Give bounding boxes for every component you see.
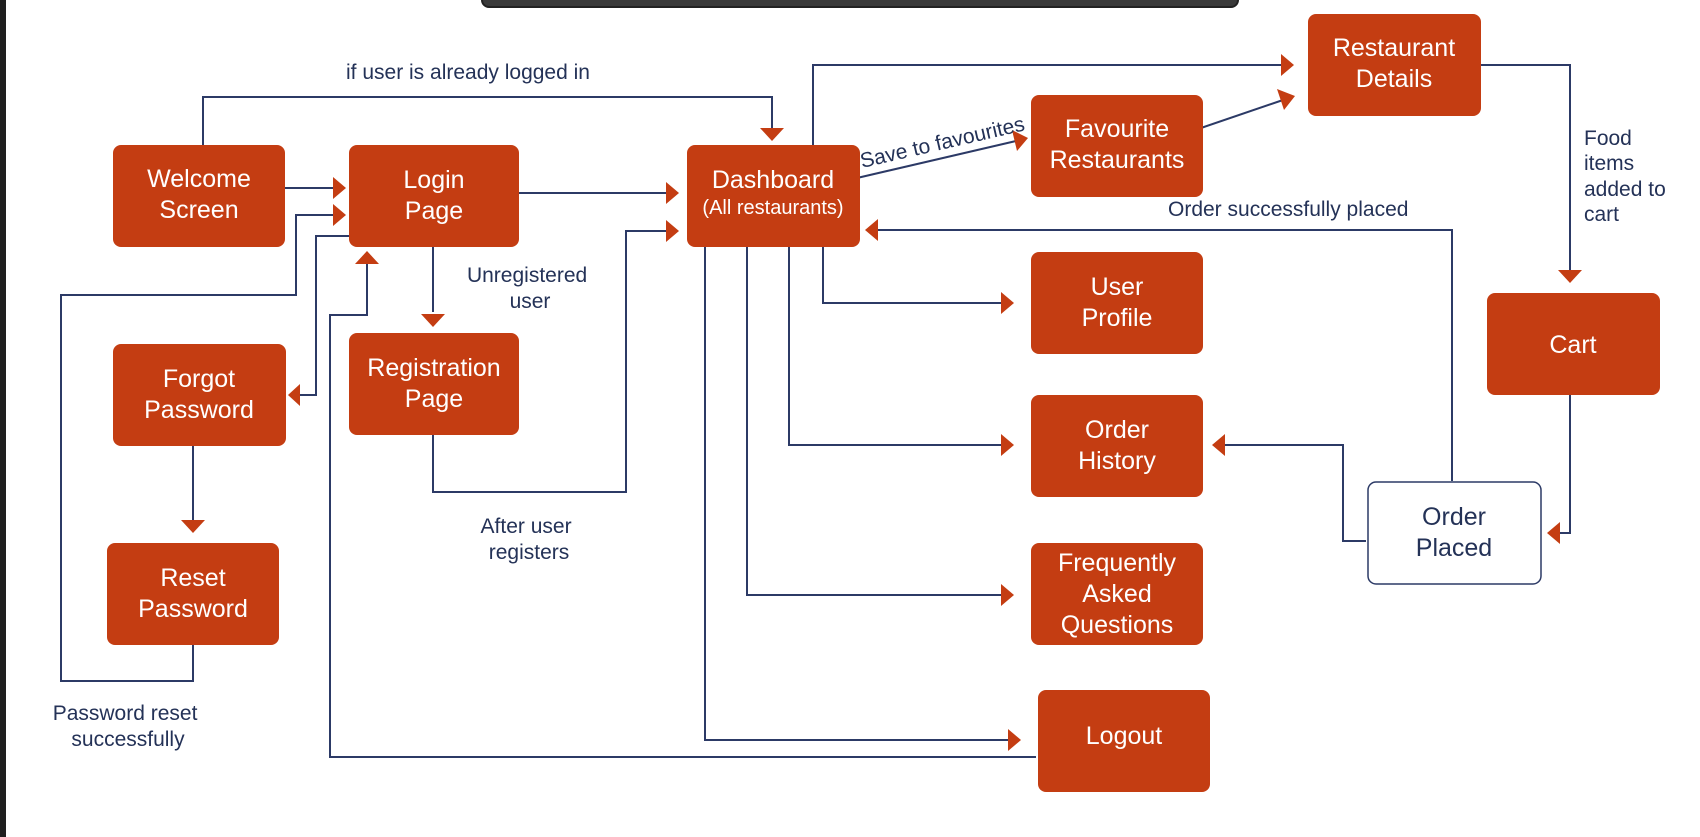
svg-text:Logout: Logout (1086, 722, 1163, 750)
edge-order-placed-history (1225, 444, 1366, 542)
arrowhead (760, 128, 784, 141)
edge-labels: if user is already logged in Save to fav… (53, 61, 1672, 751)
arrowhead (1001, 292, 1014, 314)
edge-dashboard-user-profile (822, 247, 1003, 304)
label-unregistered: Unregistered user (467, 264, 593, 313)
arrowhead (333, 177, 346, 199)
label-already-logged-in: if user is already logged in (346, 61, 590, 84)
edge-dashboard-faq (746, 247, 1003, 596)
edge-dashboard-details (812, 64, 1283, 145)
label-save-to-favourites: Save to favourites (858, 113, 1027, 173)
arrowhead (181, 520, 205, 533)
edge-dashboard-order-history (788, 247, 1003, 446)
arrowhead (666, 220, 679, 242)
edges (60, 54, 1582, 758)
node-cart: Cart (1487, 293, 1660, 395)
edge-cart-order-placed (1560, 393, 1571, 534)
arrowhead (1008, 729, 1021, 751)
arrowhead (1558, 270, 1582, 283)
arrowhead (865, 219, 878, 241)
edge-dashboard-favourites (856, 140, 1017, 179)
svg-text:Cart: Cart (1549, 331, 1596, 359)
arrowhead (1547, 522, 1560, 544)
edge-registration-dashboard (432, 230, 668, 493)
edge-reset-welcome (60, 214, 333, 682)
arrowhead (1001, 584, 1014, 606)
node-dashboard: Dashboard(All restaurants) (687, 145, 860, 247)
label-password-reset: Password reset successfully (53, 702, 204, 751)
edge-favourites-details (1200, 99, 1284, 129)
edge-login-forgot (298, 235, 349, 396)
label-order-success: Order successfully placed (1168, 198, 1408, 221)
arrowhead (355, 251, 379, 264)
svg-text:Dashboard(All restaurants): Dashboard(All restaurants) (702, 166, 843, 219)
arrowhead (1212, 434, 1225, 456)
edge-dashboard-logout (704, 247, 1010, 741)
label-after-register: After user registers (481, 515, 578, 564)
edge-welcome-dashboard (202, 96, 773, 145)
arrowhead (1277, 89, 1295, 110)
arrowhead (421, 314, 445, 327)
window-edge (0, 0, 6, 837)
arrowhead (1012, 130, 1028, 151)
arrowhead (288, 384, 300, 406)
edge-logout-login (329, 264, 1036, 758)
arrowhead (1281, 54, 1294, 76)
label-food-added: Food items added to cart (1584, 127, 1672, 226)
arrowhead (666, 182, 679, 204)
arrowhead (1001, 434, 1014, 456)
node-logout: Logout (1038, 690, 1210, 792)
arrowhead (333, 204, 346, 226)
edge-order-placed-dashboard (876, 229, 1453, 481)
edge-details-cart (1478, 64, 1571, 271)
